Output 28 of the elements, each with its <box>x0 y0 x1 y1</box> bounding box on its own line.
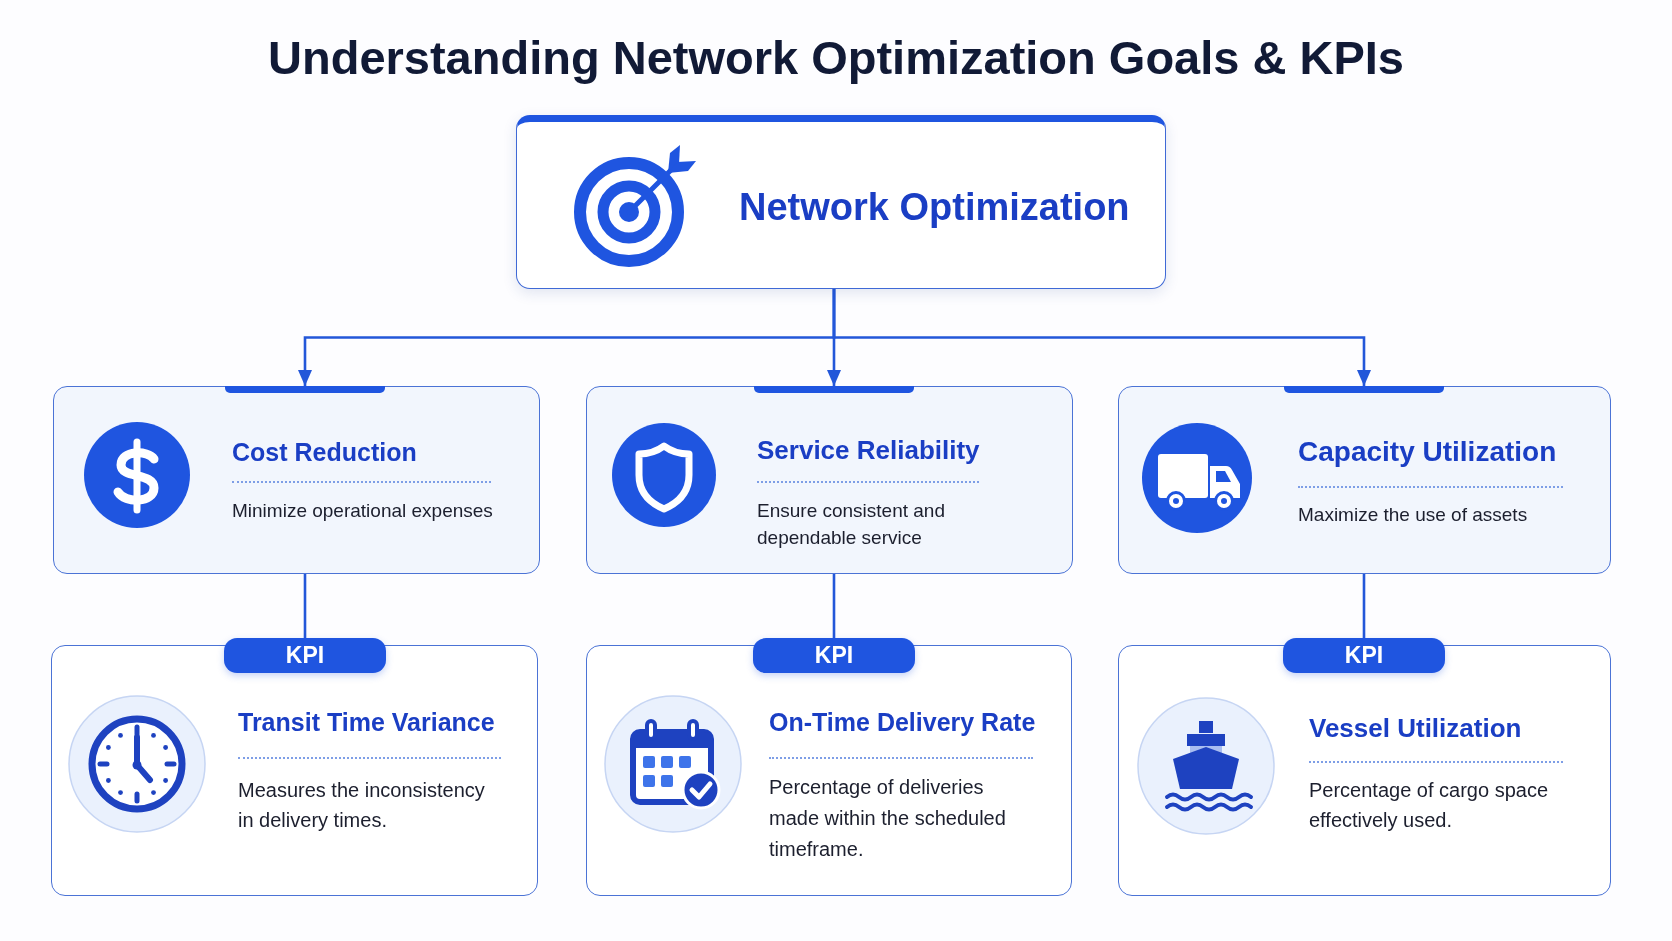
goal-card <box>53 386 540 574</box>
connector-line <box>1362 574 1366 638</box>
goal-card <box>586 386 1073 574</box>
kpi-card <box>51 645 538 896</box>
card-description: Maximize the use of assets <box>1298 503 1529 527</box>
kpi-tag: KPI <box>224 638 386 673</box>
card-description: Measures the inconsistency in delivery times. <box>238 778 486 833</box>
connector-line <box>303 574 307 638</box>
card-description: Percentage of deliveries made within the scheduled timeframe. <box>769 775 1007 862</box>
kpi-card <box>1118 645 1611 896</box>
card-title: Capacity Utilization <box>1298 435 1557 469</box>
card-description: Minimize operational expenses <box>232 499 494 523</box>
card-description: Percentage of cargo space effectively used. <box>1309 778 1550 833</box>
card-title: Service Reliability <box>757 434 980 466</box>
kpi-tag: KPI <box>753 638 915 673</box>
card-title: Network Optimization <box>739 185 1130 230</box>
kpi-tag: KPI <box>1283 638 1445 673</box>
goal-card <box>1118 386 1611 574</box>
card-title: On-Time Delivery Rate <box>769 707 1036 738</box>
main-goal-card <box>516 115 1166 289</box>
connector-arrow <box>832 289 1371 386</box>
page-title: Understanding Network Optimization Goals & KPIs <box>268 31 1404 85</box>
card-title: Cost Reduction <box>232 437 417 467</box>
card-title: Transit Time Variance <box>238 707 495 738</box>
kpi-card <box>586 645 1072 896</box>
card-title: Vessel Utilization <box>1309 712 1522 744</box>
connector-line <box>832 574 836 638</box>
card-description: Ensure consistent and dependable service <box>757 499 946 550</box>
